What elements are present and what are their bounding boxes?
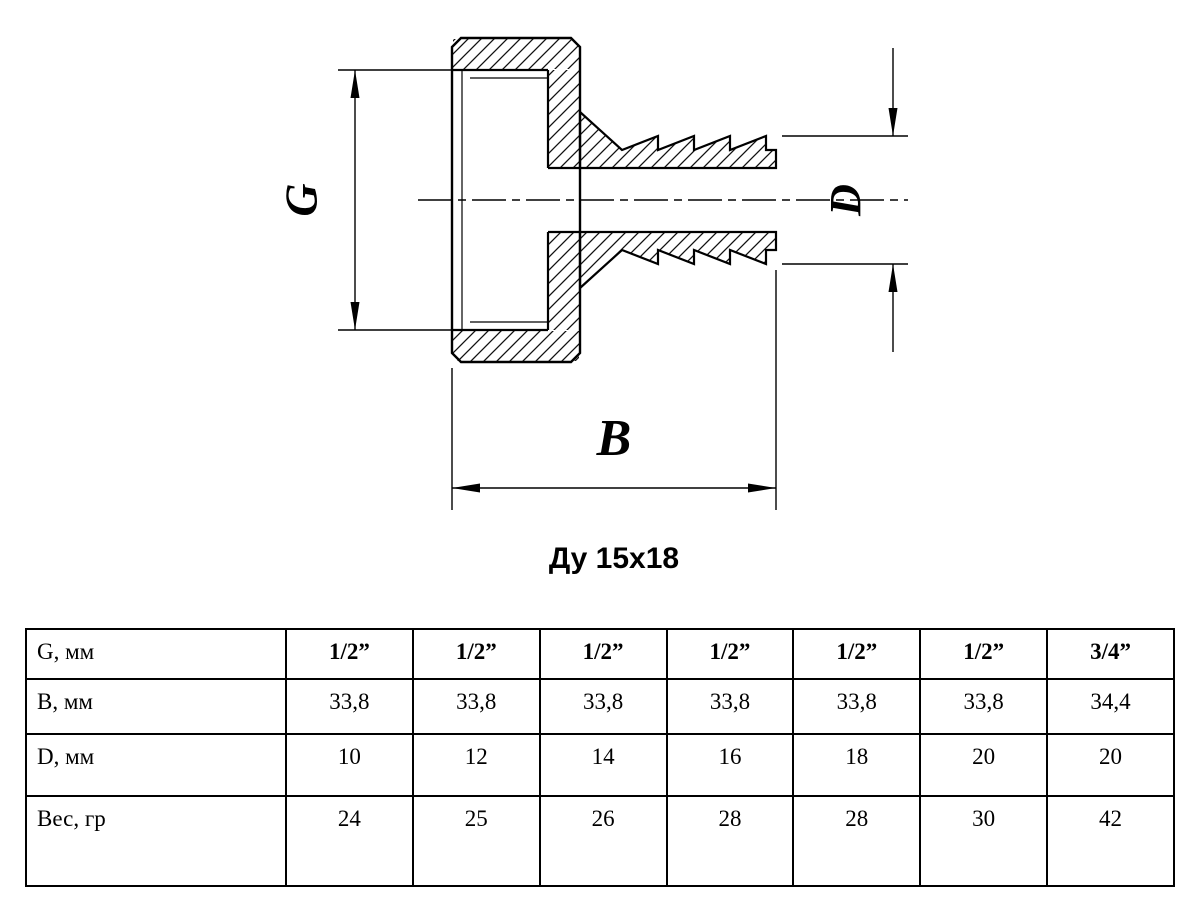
dim-label-g: G — [276, 183, 327, 216]
arrow-b-left — [452, 483, 480, 493]
drawing-area: G D B Ду 15x18 — [276, 36, 908, 575]
table-cell: 30 — [919, 795, 1049, 887]
table-cell: 1/2” — [285, 628, 414, 680]
barb-upper-wall — [578, 109, 778, 170]
dimension-g: G — [276, 69, 453, 331]
row-header: D, мм — [25, 733, 287, 797]
fitting-body — [450, 36, 778, 364]
row-header: Вес, гр — [25, 795, 287, 887]
dim-label-d: D — [821, 184, 870, 217]
spec-table-area: G, мм 1/2” 1/2” 1/2” 1/2” 1/2” 1/2” 3/4”… — [25, 628, 1175, 887]
table-row-d: D, мм 10 12 14 16 18 20 20 — [25, 733, 1175, 797]
drawing-title: Ду 15x18 — [549, 542, 679, 575]
table-cell: 33,8 — [411, 678, 541, 735]
hatch-bottom-cap — [453, 331, 579, 361]
table-cell: 24 — [285, 795, 414, 887]
table-cell: 42 — [1046, 795, 1175, 887]
table-cell: 20 — [1046, 733, 1175, 797]
table-cell: 1/2” — [792, 628, 922, 680]
table-cell: 1/2” — [919, 628, 1049, 680]
arrow-d-bottom — [888, 264, 898, 292]
table-cell: 20 — [919, 733, 1049, 797]
table-cell: 25 — [411, 795, 541, 887]
spec-table: G, мм 1/2” 1/2” 1/2” 1/2” 1/2” 1/2” 3/4”… — [25, 628, 1175, 887]
table-row-b: B, мм 33,8 33,8 33,8 33,8 33,8 33,8 34,4 — [25, 678, 1175, 735]
dimension-b: B — [451, 270, 777, 510]
row-header: G, мм — [25, 628, 287, 680]
arrow-g-bottom — [350, 302, 360, 330]
arrow-b-right — [748, 483, 776, 493]
table-cell: 33,8 — [792, 678, 922, 735]
row-header: B, мм — [25, 678, 287, 735]
table-cell: 34,4 — [1046, 678, 1175, 735]
table-cell: 18 — [792, 733, 922, 797]
dim-label-b: B — [596, 410, 632, 467]
table-cell: 1/2” — [665, 628, 795, 680]
table-row-g: G, мм 1/2” 1/2” 1/2” 1/2” 1/2” 1/2” 3/4” — [25, 628, 1175, 680]
hatch-right-upper — [549, 70, 579, 168]
arrow-d-top — [888, 108, 898, 136]
technical-drawing: G D B Ду 15x18 — [276, 36, 908, 575]
table-cell: 1/2” — [538, 628, 668, 680]
hatch-top-cap — [453, 39, 579, 69]
flange-outline — [450, 36, 582, 364]
table-cell: 28 — [665, 795, 795, 887]
table-row-weight: Вес, гр 24 25 26 28 28 30 42 — [25, 795, 1175, 887]
table-cell: 3/4” — [1046, 628, 1175, 680]
table-cell: 28 — [792, 795, 922, 887]
arrow-g-top — [350, 70, 360, 98]
table-cell: 10 — [285, 733, 414, 797]
dimension-d: D — [782, 48, 908, 352]
table-cell: 16 — [665, 733, 795, 797]
table-cell: 1/2” — [411, 628, 541, 680]
table-cell: 33,8 — [285, 678, 414, 735]
table-cell: 26 — [538, 795, 668, 887]
table-cell: 33,8 — [919, 678, 1049, 735]
table-cell: 14 — [538, 733, 668, 797]
table-cell: 33,8 — [538, 678, 668, 735]
table-cell: 12 — [411, 733, 541, 797]
hatch-right-lower — [549, 232, 579, 330]
table-cell: 33,8 — [665, 678, 795, 735]
barb-lower-wall — [578, 230, 778, 291]
